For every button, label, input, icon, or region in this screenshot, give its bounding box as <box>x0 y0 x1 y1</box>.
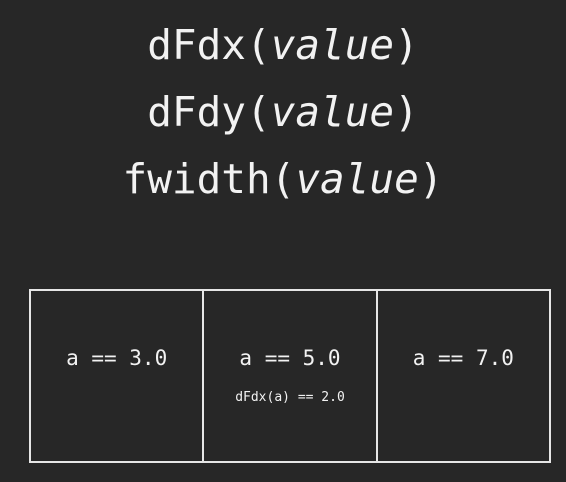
close-paren: ) <box>394 21 419 69</box>
function-argument: value <box>270 21 395 69</box>
function-dfdy: dFdy(value) <box>0 79 566 146</box>
function-argument: value <box>295 155 419 203</box>
pixel-cell-middle: a == 5.0 dFdx(a) == 2.0 <box>204 289 378 463</box>
open-paren: ( <box>270 155 296 203</box>
pixel-cell-left: a == 3.0 <box>29 289 205 463</box>
pixel-cell-right: a == 7.0 <box>377 289 551 463</box>
cell-value: a == 7.0 <box>412 346 514 370</box>
cell-value: a == 3.0 <box>66 346 168 370</box>
derivative-note: dFdx(a) == 2.0 <box>235 390 345 405</box>
pixel-cell-grid: a == 3.0 a == 5.0 dFdx(a) == 2.0 a == 7.… <box>29 289 551 463</box>
open-paren: ( <box>245 88 271 136</box>
function-name: fwidth <box>122 155 271 203</box>
close-paren: ) <box>394 88 419 136</box>
function-argument: value <box>270 88 395 136</box>
open-paren: ( <box>245 21 271 69</box>
function-fwidth: fwidth(value) <box>0 146 566 213</box>
function-name: dFdx <box>147 21 246 69</box>
function-list: dFdx(value) dFdy(value) fwidth(value) <box>0 12 566 213</box>
cell-value: a == 5.0 <box>239 346 341 370</box>
function-name: dFdy <box>147 88 246 136</box>
function-dfdx: dFdx(value) <box>0 12 566 79</box>
close-paren: ) <box>418 155 444 203</box>
